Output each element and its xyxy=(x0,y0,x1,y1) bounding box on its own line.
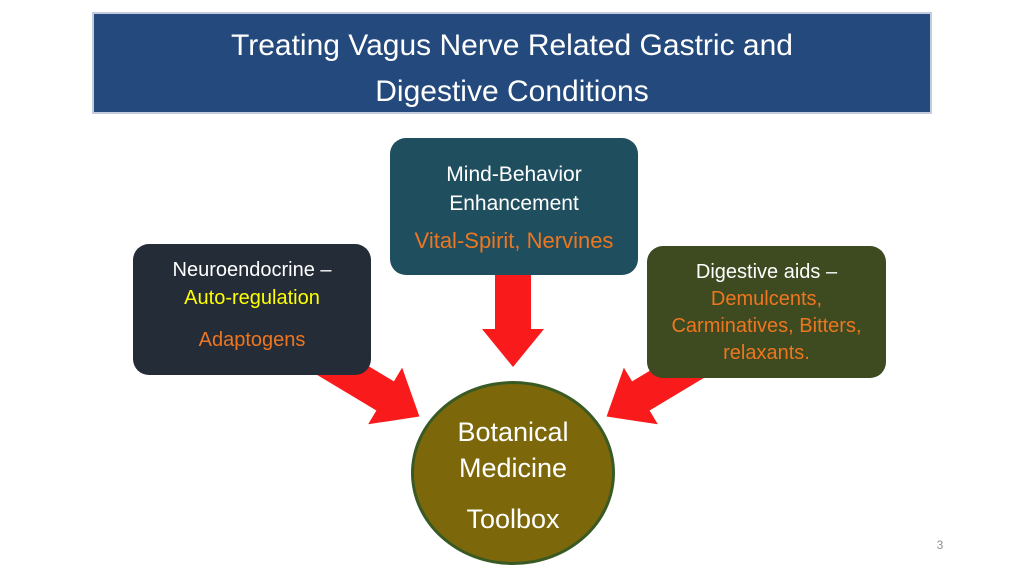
mind-behavior-heading-line-2: Enhancement xyxy=(449,192,579,215)
title-banner: Treating Vagus Nerve Related Gastric and… xyxy=(92,12,932,114)
botanical-medicine-toolbox-circle: Botanical Medicine Toolbox xyxy=(411,381,615,565)
neuroendocrine-heading: Neuroendocrine – xyxy=(172,259,332,281)
page-number: 3 xyxy=(936,538,944,552)
toolbox-circle-line-3: Toolbox xyxy=(466,504,560,534)
toolbox-circle-line-1: Botanical xyxy=(457,417,569,447)
neuroendocrine-highlight: Auto-regulation xyxy=(184,287,320,309)
digestive-aids-body-line-1: Demulcents, xyxy=(710,288,823,310)
slide-title-line-2: Digestive Conditions xyxy=(375,75,649,108)
slide-title-line-1: Treating Vagus Nerve Related Gastric and xyxy=(231,29,793,62)
mind-behavior-body: Vital-Spirit, Nervines xyxy=(414,228,614,253)
digestive-aids-heading: Digestive aids – xyxy=(695,261,838,283)
mind-behavior-heading-line-1: Mind-Behavior xyxy=(446,163,582,186)
digestive-aids-body-line-3: relaxants. xyxy=(723,342,810,364)
mind-behavior-box: Mind-Behavior Enhancement Vital-Spirit, … xyxy=(390,138,638,275)
neuroendocrine-body: Adaptogens xyxy=(198,329,306,351)
toolbox-circle-line-2: Medicine xyxy=(458,453,568,483)
arrow-mind-behavior-to-toolbox xyxy=(482,272,544,367)
digestive-aids-box: Digestive aids – Demulcents, Carminative… xyxy=(647,246,886,378)
digestive-aids-body-line-2: Carminatives, Bitters, xyxy=(671,315,862,337)
neuroendocrine-box: Neuroendocrine – Auto-regulation Adaptog… xyxy=(133,244,371,375)
